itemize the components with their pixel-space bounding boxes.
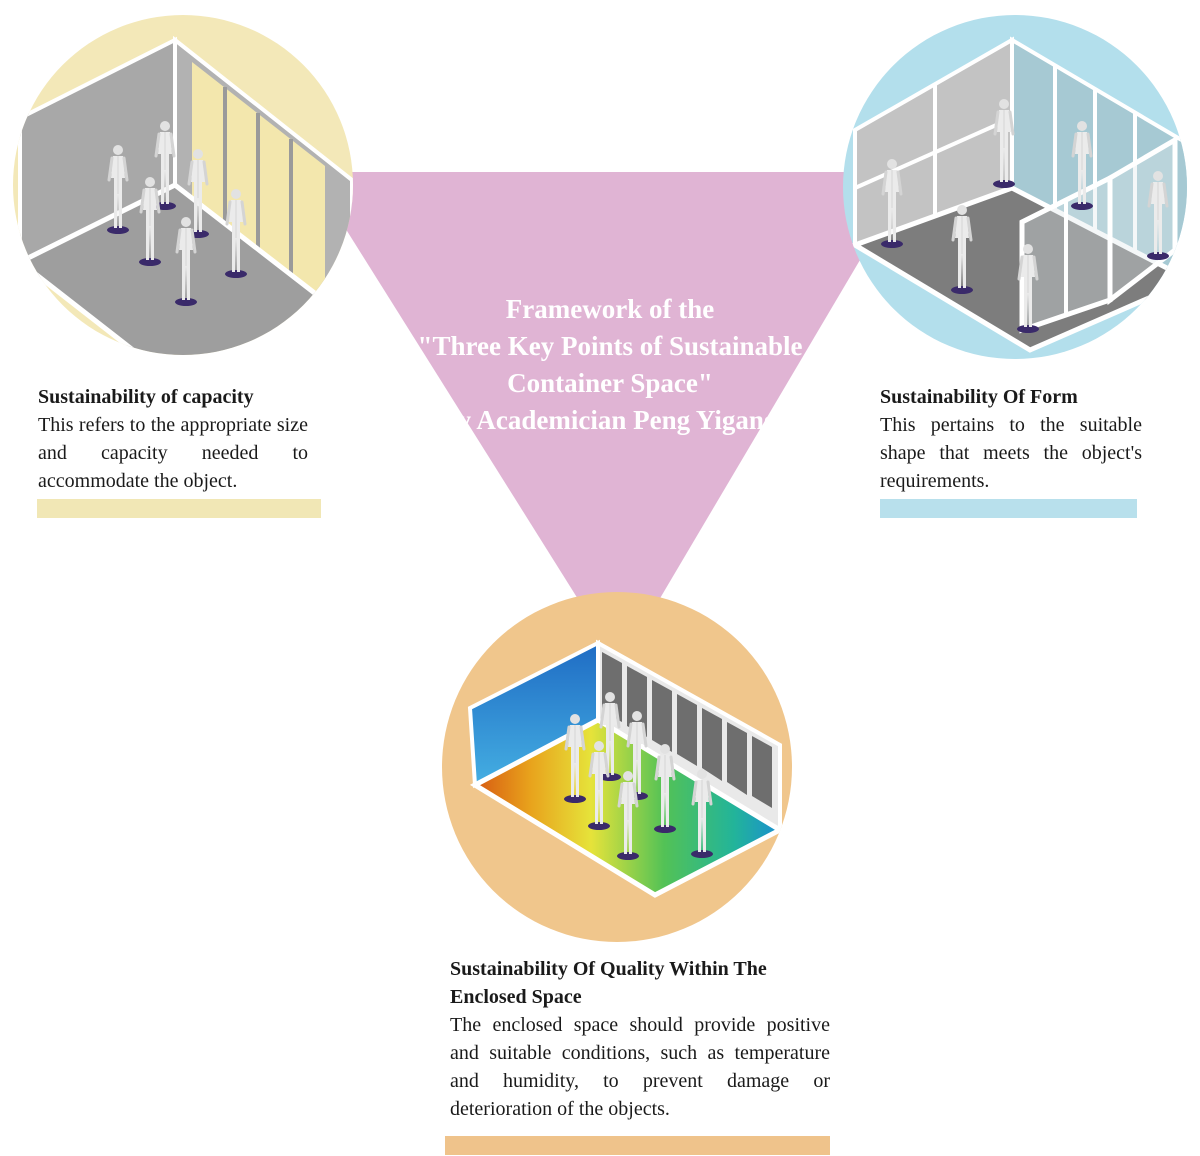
form-circle [843,15,1187,359]
capacity-circle [13,15,353,355]
quality-caption: Sustainability Of Quality Within The Enc… [450,955,830,1123]
form-heading: Sustainability Of Form [880,386,1078,408]
form-caption: Sustainability Of Form This pertains to … [880,383,1142,495]
quality-underline-bar [445,1136,830,1155]
form-underline-bar [880,499,1137,518]
capacity-description: This refers to the appropriate size and … [38,414,308,492]
diagram-title: Framework of the "Three Key Points of Su… [380,291,840,439]
title-line-4: by Academician Peng Yigang [442,405,778,435]
central-triangle [310,172,912,666]
capacity-caption: Sustainability of capacity This refers t… [38,383,308,495]
capacity-underline-bar [37,499,321,518]
quality-heading: Sustainability Of Quality Within The Enc… [450,958,767,1008]
form-description: This pertains to the suitable shape that… [880,414,1142,492]
capacity-heading: Sustainability of capacity [38,386,254,408]
title-line-3: Container Space" [507,368,713,398]
quality-circle [442,592,792,942]
title-line-2: "Three Key Points of Sustainable [417,331,803,361]
quality-description: The enclosed space should provide positi… [450,1014,830,1120]
title-line-1: Framework of the [505,294,715,324]
